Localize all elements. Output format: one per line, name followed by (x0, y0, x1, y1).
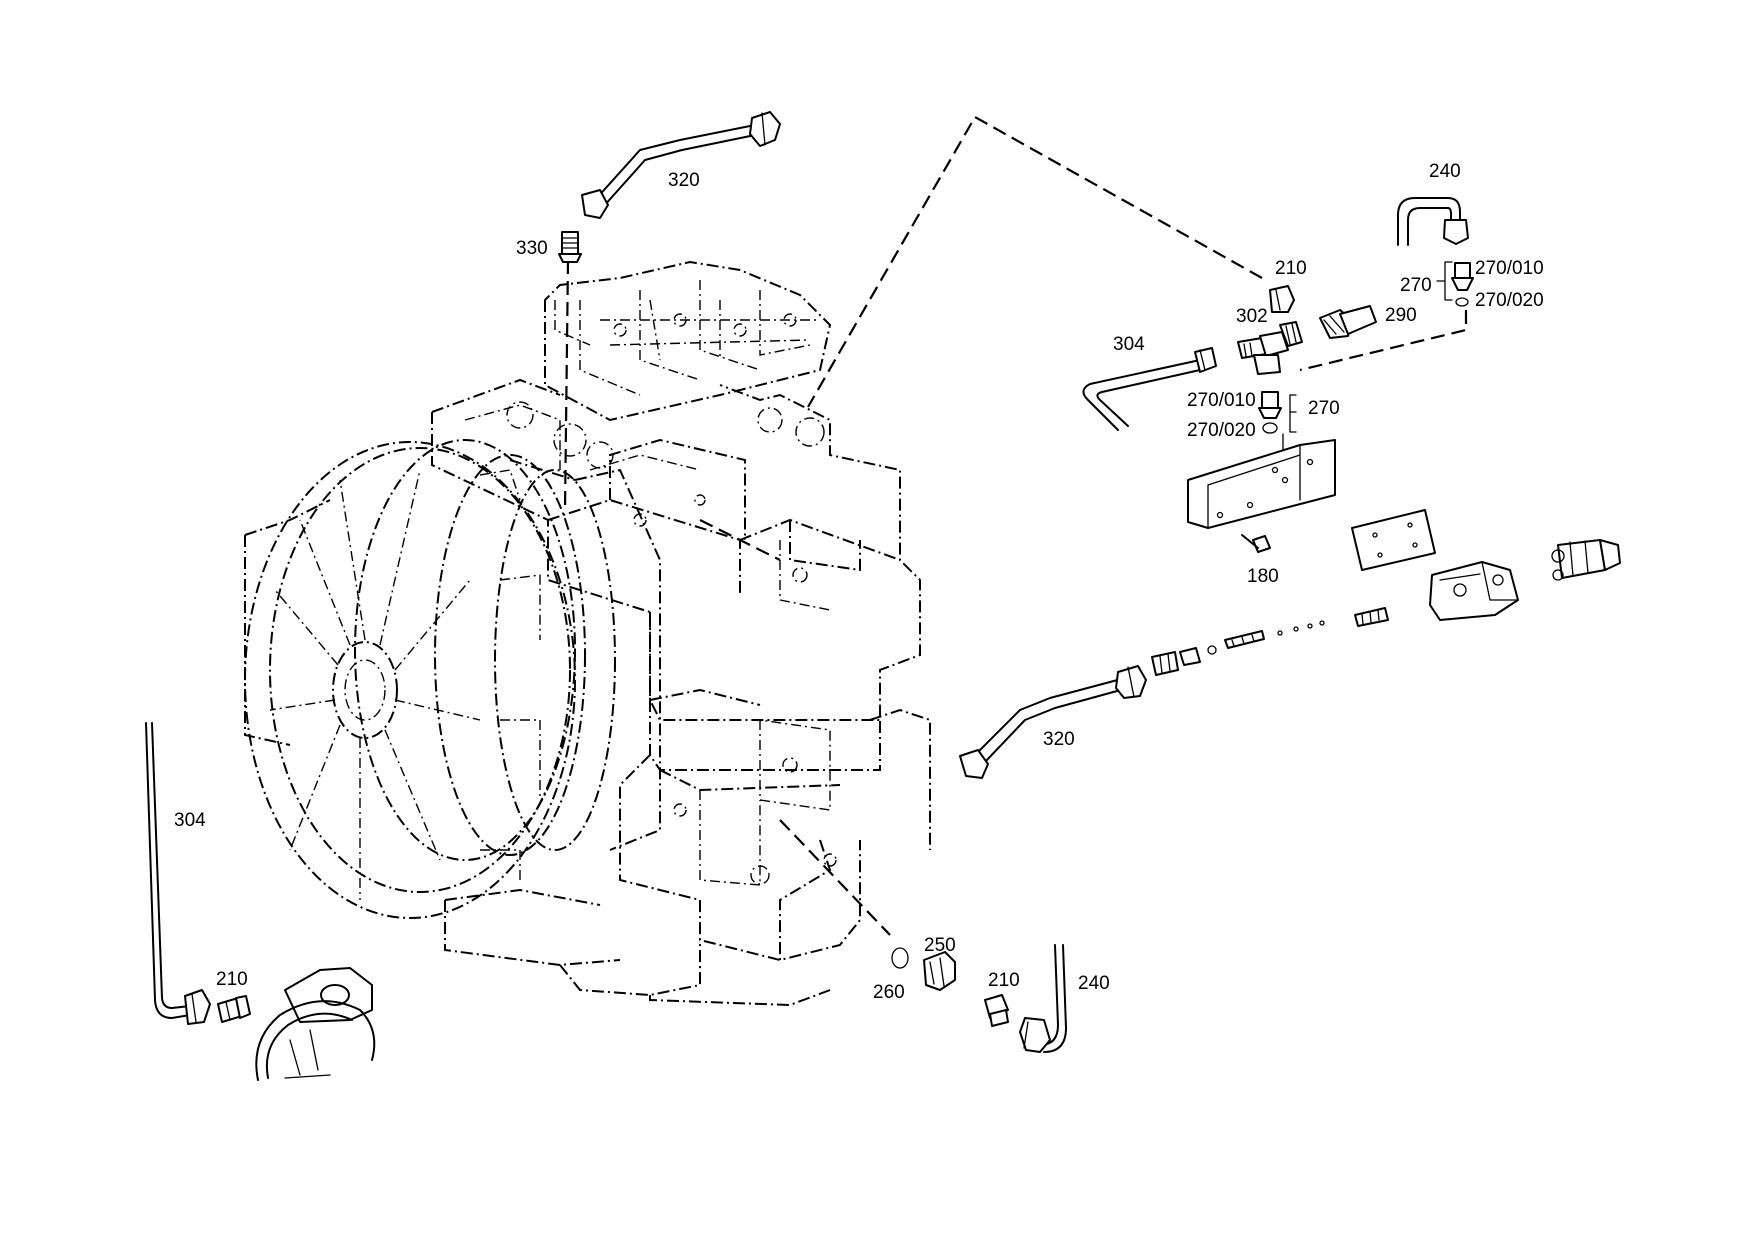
part-304-pipe-left (145, 722, 211, 1025)
callout-270-010-mid: 270/010 (1187, 390, 1256, 411)
part-valve-spool-train (1151, 607, 1389, 676)
converter-bell-housing (244, 439, 661, 919)
part-210-fitting-left (217, 995, 251, 1023)
part-valve-housing (1429, 561, 1519, 621)
callout-302: 302 (1236, 306, 1268, 327)
callout-260: 260 (873, 982, 905, 1003)
part-260-o-ring (891, 947, 909, 969)
callout-304-top: 304 (1113, 334, 1145, 355)
callout-250: 250 (924, 935, 956, 956)
part-290-elbow (1319, 305, 1377, 339)
part-210-fitting-bottom (984, 994, 1009, 1027)
callout-320-top: 320 (668, 170, 700, 191)
part-270-fitting-mid (1258, 391, 1297, 434)
part-270-fitting-top (1299, 261, 1474, 372)
callout-320-mid: 320 (1043, 729, 1075, 750)
callout-270-top: 270 (1400, 275, 1432, 296)
callout-240-top: 240 (1429, 161, 1461, 182)
part-320-pipe-mid (959, 665, 1147, 779)
callout-270-mid: 270 (1308, 398, 1340, 419)
callout-290: 290 (1385, 305, 1417, 326)
callout-270-010-top: 270/010 (1475, 258, 1544, 279)
callout-180: 180 (1247, 566, 1279, 587)
callout-210-top: 210 (1275, 258, 1307, 279)
part-210-fitting-top (1269, 285, 1295, 313)
part-320-pipe-top (581, 111, 781, 219)
control-valve-block (544, 260, 832, 422)
callout-210-left: 210 (216, 969, 248, 990)
leader-lines (563, 115, 1263, 936)
callout-270-020-mid: 270/020 (1187, 420, 1256, 441)
part-302-tee-fitting (1237, 321, 1303, 375)
callout-304-left: 304 (174, 810, 206, 831)
part-240-pipe-top (1397, 197, 1469, 246)
callout-240-bottom: 240 (1078, 973, 1110, 994)
transmission-housing (431, 378, 931, 1007)
callout-210-bottom: 210 (988, 970, 1020, 991)
part-250-plug (923, 951, 956, 991)
part-valve-plate (1187, 433, 1336, 553)
part-304-pipe-top (1082, 347, 1217, 431)
part-gasket (1351, 509, 1436, 571)
part-240-pipe-bottom (1019, 944, 1067, 1053)
part-flange-cover (255, 967, 376, 1081)
callout-330: 330 (516, 238, 548, 259)
callout-270-020-top: 270/020 (1475, 290, 1544, 311)
part-solenoid (1551, 539, 1621, 581)
part-330-fitting (558, 231, 582, 263)
